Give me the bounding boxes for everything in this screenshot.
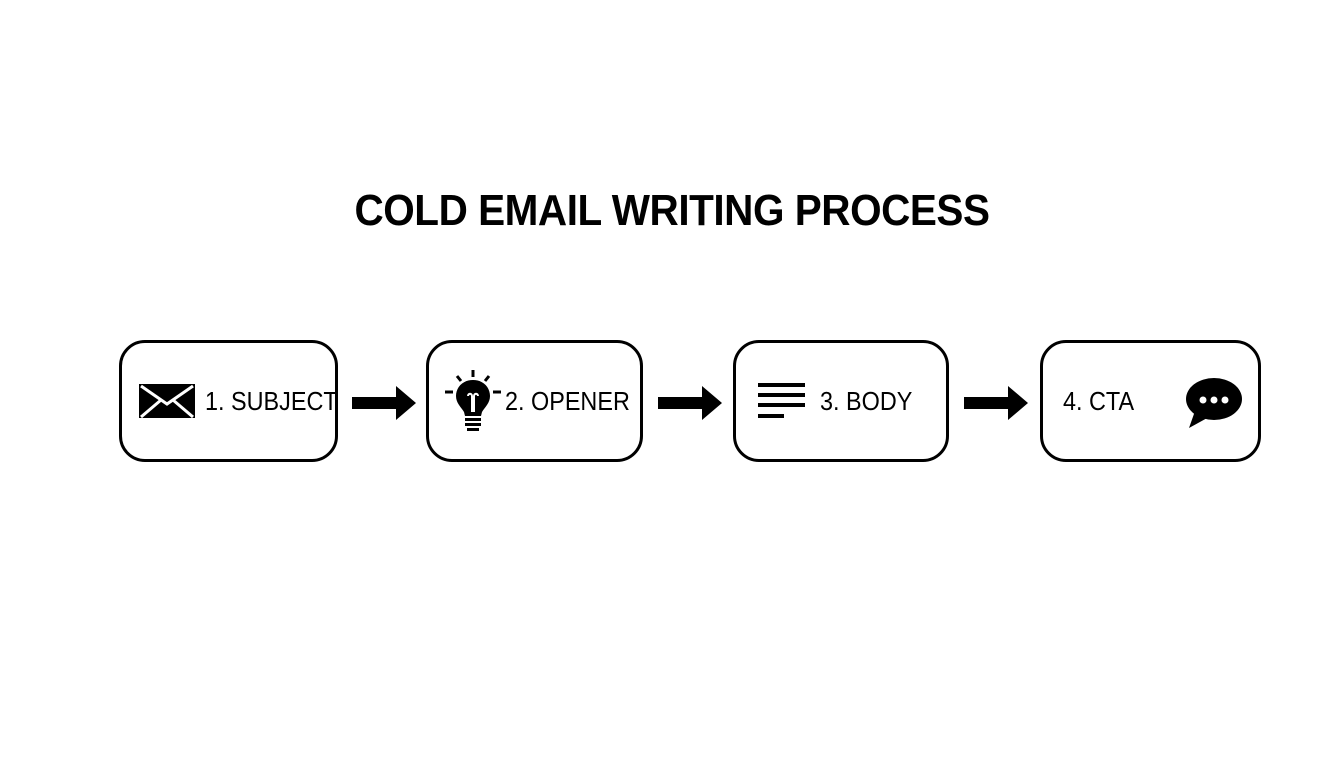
step-label: 4. CTA	[1063, 385, 1135, 416]
diagram-title: COLD EMAIL WRITING PROCESS	[354, 186, 990, 235]
arrow-right-icon	[352, 386, 416, 425]
speech-bubble-icon	[1185, 377, 1243, 429]
step-cta: 4. CTA	[1040, 340, 1261, 462]
step-label: 3. BODY	[820, 385, 913, 416]
lightbulb-icon	[443, 368, 503, 434]
step-body: 3. BODY	[733, 340, 949, 462]
arrow-right-icon	[964, 386, 1028, 425]
arrow-right-icon	[658, 386, 722, 425]
step-label: 1. SUBJECT	[205, 385, 338, 416]
text-lines-icon	[758, 383, 806, 419]
step-subject: 1. SUBJECT	[119, 340, 338, 462]
envelope-icon	[139, 384, 195, 419]
step-label: 2. OPENER	[505, 385, 630, 416]
step-opener: 2. OPENER	[426, 340, 643, 462]
